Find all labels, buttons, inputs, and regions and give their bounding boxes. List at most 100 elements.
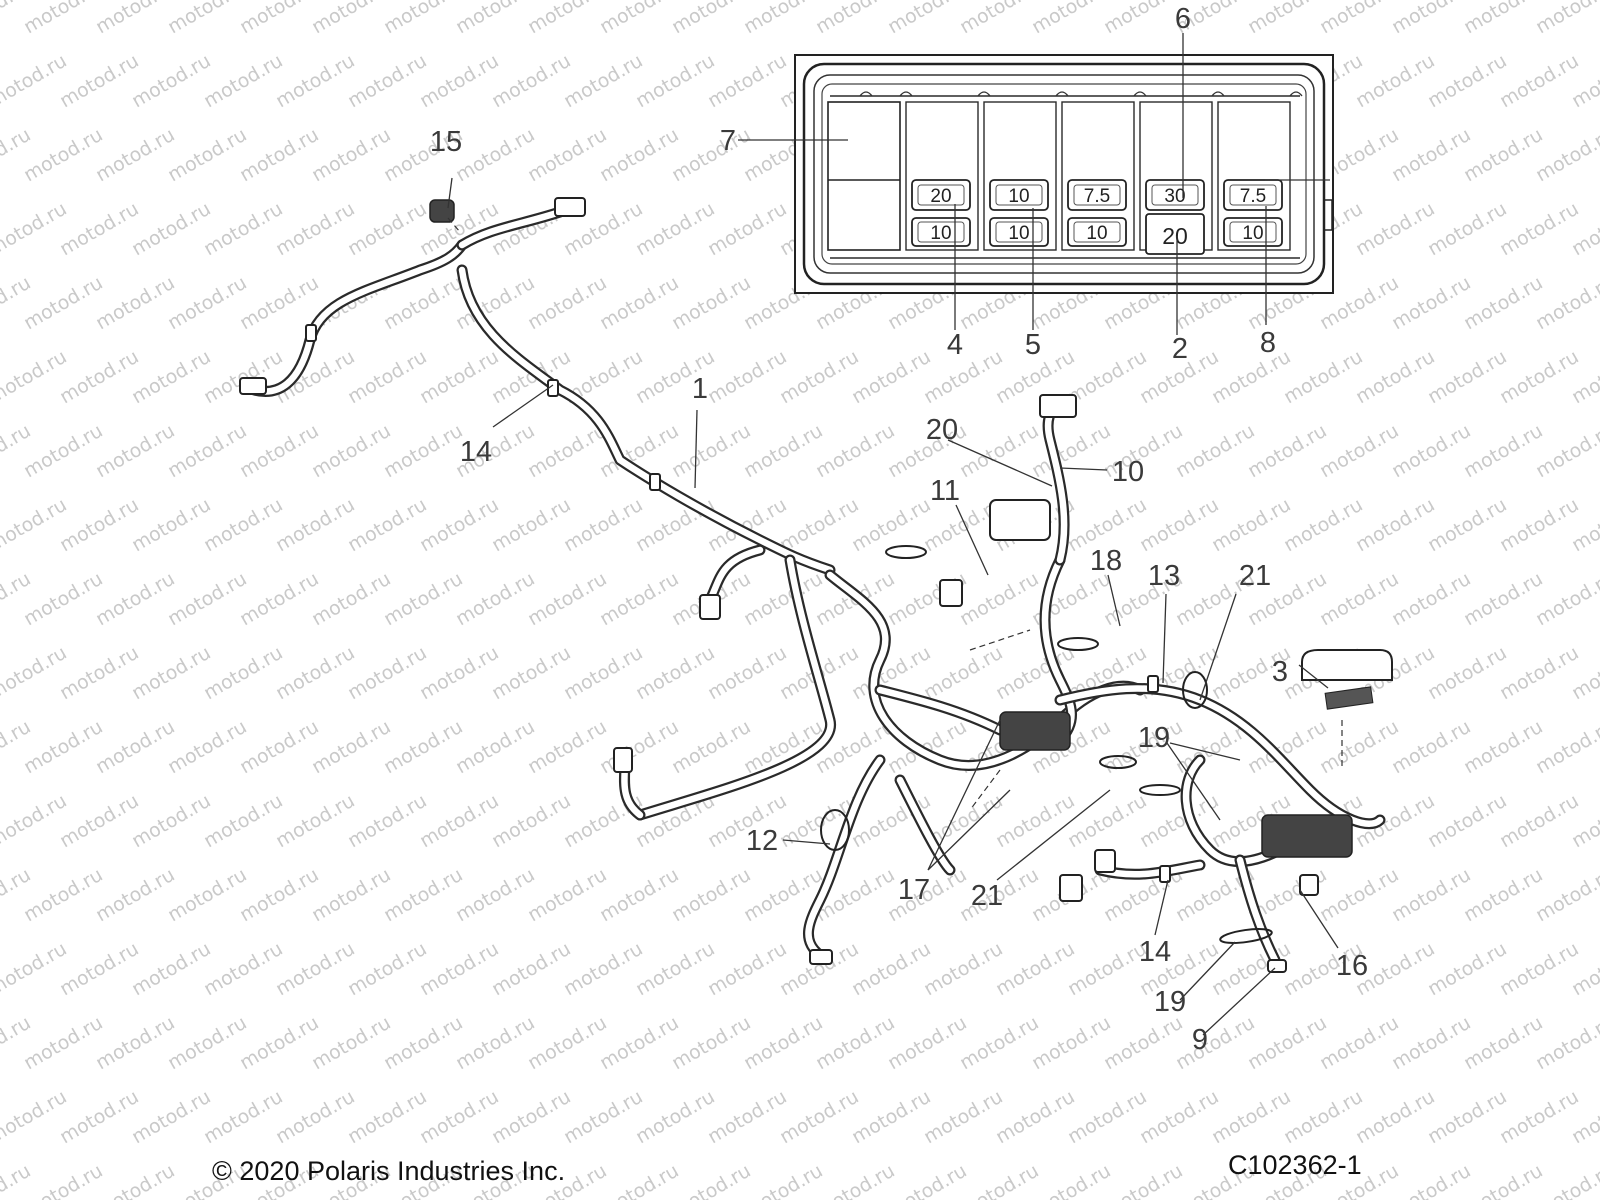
watermark-text: motod.ru — [272, 346, 358, 409]
fuse-value: 10 — [1008, 223, 1029, 244]
watermark-text: motod.ru — [164, 124, 250, 187]
watermark-text: motod.ru — [380, 568, 466, 631]
watermark-text: motod.ru — [0, 1160, 35, 1200]
connector — [554, 197, 586, 217]
watermark-text: motod.ru — [272, 642, 358, 705]
watermark-text: motod.ru — [1028, 1012, 1114, 1075]
watermark-text: motod.ru — [56, 50, 142, 113]
fuse-top-3: 7.5 — [1067, 179, 1127, 211]
watermark-text: motod.ru — [1352, 346, 1438, 409]
watermark-text: motod.ru — [1460, 864, 1546, 927]
watermark-text: motod.ru — [776, 494, 862, 557]
watermark-text: motod.ru — [488, 790, 574, 853]
watermark-text: motod.ru — [704, 938, 790, 1001]
callout-14a: 14 — [460, 436, 492, 468]
watermark-text: motod.ru — [1460, 1012, 1546, 1075]
watermark-text: motod.ru — [128, 938, 214, 1001]
fuse-top-1: 20 — [911, 179, 971, 211]
fuse-bottom-3: 10 — [1067, 217, 1127, 247]
watermark-text: motod.ru — [668, 864, 754, 927]
watermark-text: motod.ru — [0, 494, 71, 557]
callout-5: 5 — [1025, 329, 1041, 361]
fuse-top-5: 7.5 — [1223, 179, 1283, 211]
watermark-text: motod.ru — [488, 494, 574, 557]
watermark-text: motod.ru — [1388, 272, 1474, 335]
watermark-text: motod.ru — [272, 494, 358, 557]
connector — [809, 949, 833, 965]
watermark-text: motod.ru — [308, 716, 394, 779]
watermark-text: motod.ru — [20, 1012, 106, 1075]
watermark-text: motod.ru — [236, 1012, 322, 1075]
watermark-text: motod.ru — [1100, 1160, 1186, 1200]
watermark-text: motod.ru — [704, 50, 790, 113]
watermark-text: motod.ru — [164, 568, 250, 631]
watermark-text: motod.ru — [668, 1160, 754, 1200]
watermark-text: motod.ru — [92, 716, 178, 779]
callouts: 1 2 3 4 5 6 7 8 9 10 11 12 13 14 14 15 1… — [430, 3, 1368, 1056]
watermark-text: motod.ru — [488, 50, 574, 113]
watermark-text: motod.ru — [272, 938, 358, 1001]
watermark-text: motod.ru — [56, 938, 142, 1001]
watermark-text: motod.ru — [56, 494, 142, 557]
watermark-text: motod.ru — [164, 716, 250, 779]
fuse-row-top: 20 10 7.5 30 7.5 — [911, 179, 1283, 211]
watermark-text: motod.ru — [164, 864, 250, 927]
watermark-text: motod.ru — [308, 420, 394, 483]
cable-tie — [1182, 671, 1208, 709]
watermark-text: motod.ru — [524, 568, 610, 631]
watermark-text: motod.ru — [308, 568, 394, 631]
watermark-text: motod.ru — [236, 420, 322, 483]
fuse-top-4: 30 — [1145, 179, 1205, 211]
watermark-text: motod.ru — [1460, 124, 1546, 187]
watermark-text: motod.ru — [1496, 346, 1582, 409]
watermark-text: motod.ru — [1496, 198, 1582, 261]
watermark-text: motod.ru — [704, 1086, 790, 1149]
callout-2: 2 — [1172, 333, 1188, 365]
watermark-text: motod.ru — [1352, 50, 1438, 113]
watermark-text: motod.ru — [200, 938, 286, 1001]
watermark-text: motod.ru — [200, 198, 286, 261]
watermark-text: motod.ru — [1280, 1086, 1366, 1149]
cable-tie-19 — [1219, 928, 1273, 944]
watermark-text: motod.ru — [596, 1160, 682, 1200]
watermark-text: motod.ru — [416, 1086, 502, 1149]
watermark-text: motod.ru — [1136, 1086, 1222, 1149]
watermark-text: motod.ru — [1388, 1012, 1474, 1075]
fuse-value: 10 — [930, 223, 951, 244]
watermark-text: motod.ru — [812, 1160, 898, 1200]
watermark-text: motod.ru — [344, 938, 430, 1001]
watermark-text: motod.ru — [128, 1086, 214, 1149]
watermark-text: motod.ru — [1496, 642, 1582, 705]
callout-18: 18 — [1090, 545, 1122, 577]
watermark-text: motod.ru — [236, 864, 322, 927]
watermark-text: motod.ru — [380, 716, 466, 779]
watermark-text: motod.ru — [308, 1012, 394, 1075]
callout-12: 12 — [746, 825, 778, 857]
watermark-text: motod.ru — [128, 494, 214, 557]
fuse-set-3 — [1324, 686, 1374, 710]
watermark-text: motod.ru — [416, 346, 502, 409]
watermark-text: motod.ru — [344, 346, 430, 409]
clip-13 — [1147, 675, 1159, 693]
callout-4: 4 — [947, 329, 963, 361]
watermark-text: motod.ru — [560, 1086, 646, 1149]
connector — [239, 377, 267, 395]
watermark-text: motod.ru — [236, 568, 322, 631]
watermark-text: motod.ru — [1424, 642, 1510, 705]
watermark-text: motod.ru — [128, 346, 214, 409]
watermark-text: motod.ru — [596, 864, 682, 927]
watermark-text: motod.ru — [200, 494, 286, 557]
watermark-text: motod.ru — [56, 346, 142, 409]
watermark-text: motod.ru — [92, 1012, 178, 1075]
sensor-9 — [1267, 959, 1287, 973]
callout-17: 17 — [898, 874, 930, 906]
watermark-text: motod.ru — [1460, 716, 1546, 779]
watermark-text: motod.ru — [1064, 938, 1150, 1001]
watermark-text: motod.ru — [920, 346, 1006, 409]
watermark-text: motod.ru — [0, 790, 71, 853]
watermark-text: motod.ru — [92, 568, 178, 631]
fuse-bottom-2: 10 — [989, 217, 1049, 247]
watermark-text: motod.ru — [20, 864, 106, 927]
watermark-text: motod.ru — [1460, 420, 1546, 483]
